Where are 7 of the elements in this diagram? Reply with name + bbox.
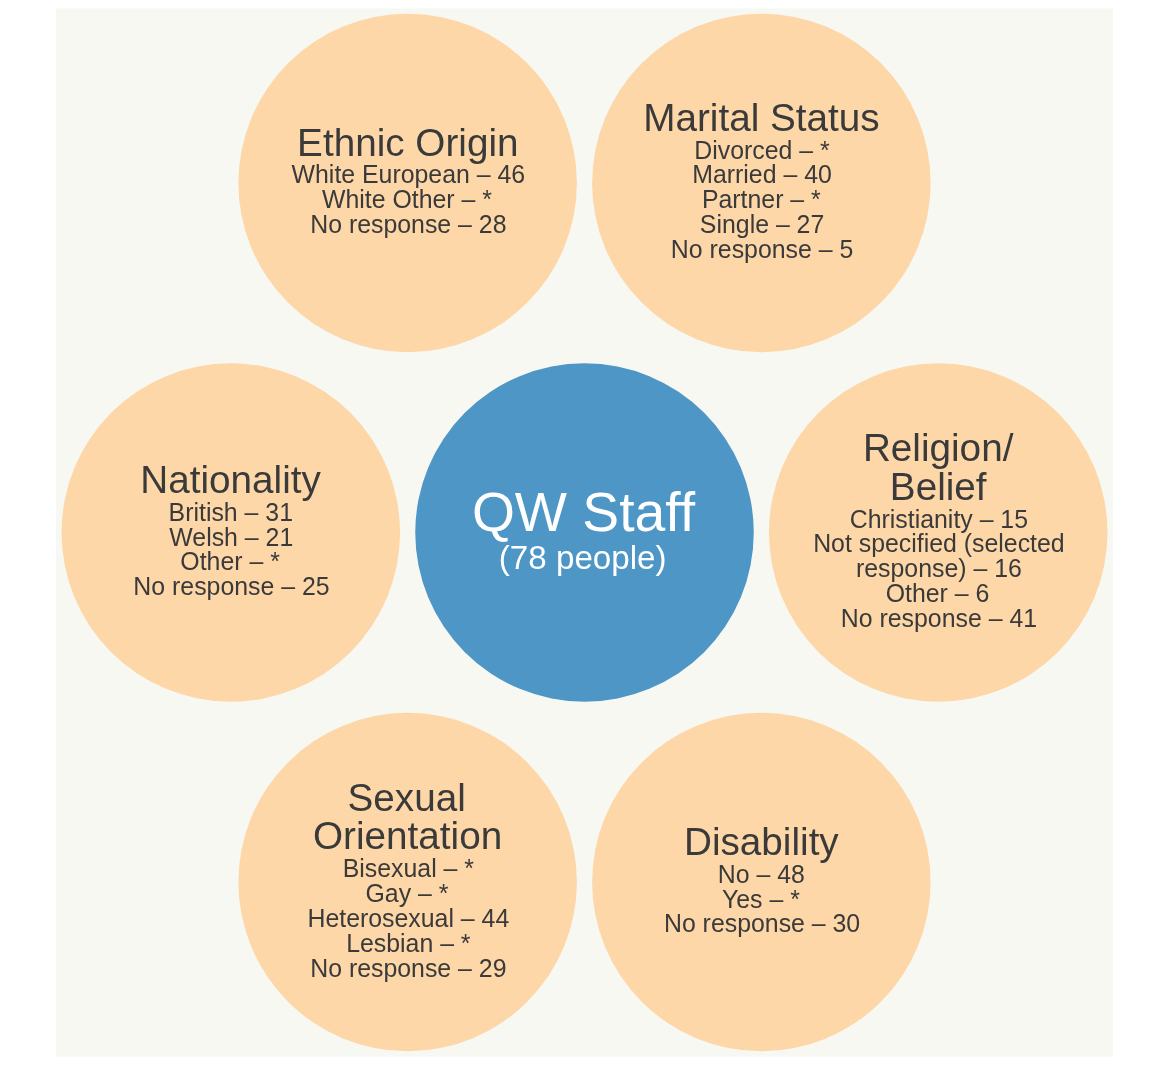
- node-circle: Disability No – 48 Yes – * No response – 30: [592, 712, 931, 1052]
- node-circle: QW Staff (78 people): [415, 363, 754, 702]
- node-circle: Ethnic Origin White European – 46 White Other – * No response – 28: [238, 13, 577, 353]
- node-circle: Marital Status Divorced – * Married – 40 Partner – * Single – 27 No response – 5: [592, 13, 931, 353]
- node-circle: Sexual Orientation Bisexual – * Gay – * Heterosexual – 44 Lesbian – * No response – 29: [238, 712, 577, 1052]
- node-circle: Religion/ Belief Christianity – 15 Not specified (selected response) – 16 Other – 6 No response – 41: [768, 363, 1108, 702]
- node-circle: Nationality British – 31 Welsh – 21 Other – * No response – 25: [61, 363, 401, 702]
